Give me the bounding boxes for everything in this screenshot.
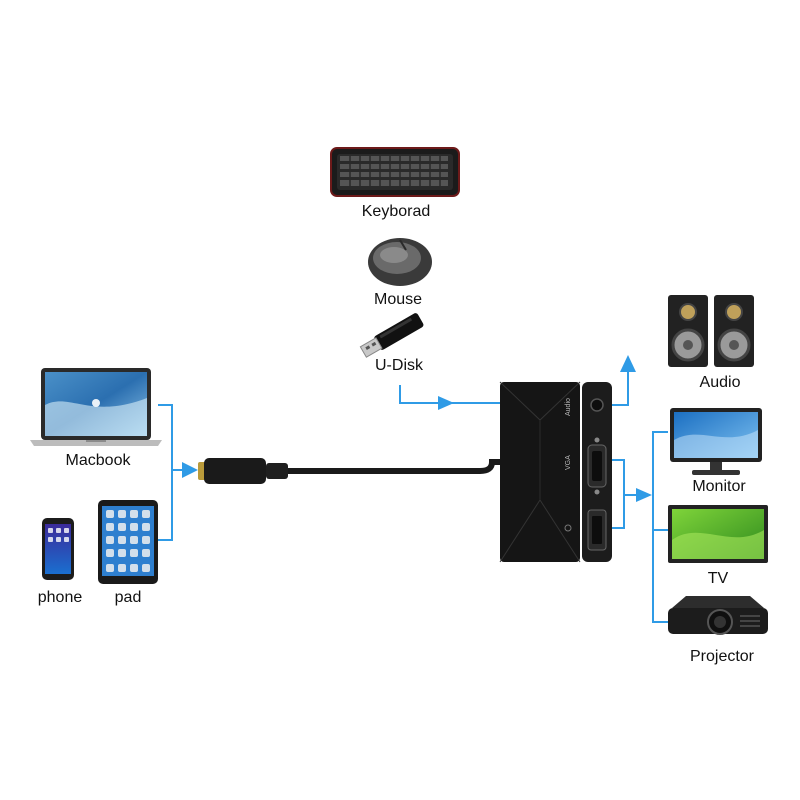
speaker-left — [668, 295, 708, 367]
audio-label: Audio — [699, 374, 741, 391]
keyboard-label: Keyborad — [361, 203, 431, 220]
arrow-heads — [182, 355, 652, 502]
vga-port-label: VGA — [565, 455, 572, 470]
macbook-icon — [30, 368, 162, 446]
udisk-icon — [359, 313, 424, 358]
monitor-icon — [670, 408, 762, 475]
udisk-label: U-Disk — [375, 357, 423, 374]
macbook-label: Macbook — [65, 452, 131, 469]
usb-c-cable — [198, 458, 500, 484]
mouse-label: Mouse — [373, 291, 423, 308]
hdmi-port-icon — [587, 509, 607, 551]
display-bracket-line — [652, 431, 668, 623]
tv-icon — [668, 505, 768, 563]
left-bracket-line — [158, 404, 173, 541]
monitor-label: Monitor — [692, 478, 746, 495]
vga-port-icon — [587, 437, 607, 495]
audio-arrow-icon — [620, 355, 636, 372]
speaker-right — [714, 295, 754, 367]
projector-icon — [668, 596, 768, 635]
udisk-line — [399, 385, 425, 404]
video-arrow-icon — [636, 488, 652, 502]
audio-port-label: Audio — [565, 398, 572, 416]
phone-label: phone — [37, 589, 83, 606]
audio-line — [610, 370, 629, 406]
left-arrow-icon — [182, 462, 198, 478]
video-bracket-line — [612, 459, 625, 529]
pad-label: pad — [114, 589, 142, 606]
mouse-icon — [368, 238, 432, 286]
tv-label: TV — [707, 570, 729, 587]
connector-lines — [158, 370, 668, 623]
phone-icon — [42, 518, 74, 580]
pad-icon — [98, 500, 158, 584]
hub-adapter-icon: Audio VGA — [499, 381, 612, 563]
udisk-arrow-icon — [438, 396, 454, 410]
audio-port-icon — [590, 398, 604, 412]
speakers-icon — [668, 295, 754, 367]
projector-label: Projector — [689, 648, 755, 665]
keyboard-icon — [330, 147, 460, 197]
